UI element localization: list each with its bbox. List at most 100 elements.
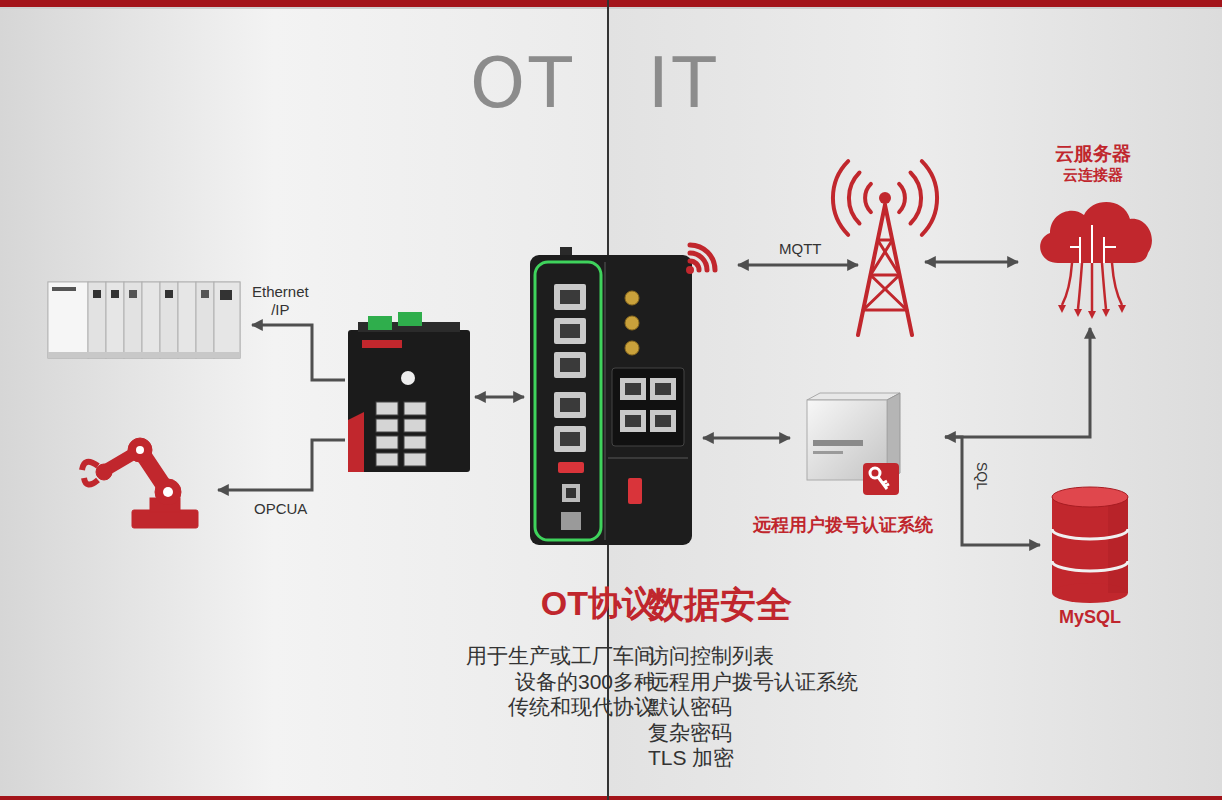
feature-item: 默认密码 (648, 694, 732, 719)
plc-rack (129, 290, 137, 298)
gateway-device (655, 383, 671, 395)
cloud-drip (1112, 263, 1122, 305)
database-node: MySQL (1040, 485, 1140, 633)
gateway-device (554, 392, 586, 418)
plc-rack (52, 287, 76, 291)
zone-title: OT (470, 48, 576, 118)
plc-rack (201, 290, 209, 298)
cloud-circuit (1070, 225, 1116, 263)
network-switch (376, 436, 398, 449)
link-arrow (218, 262, 1018, 490)
gateway-device (604, 262, 606, 540)
background (0, 0, 1222, 7)
network-switch (404, 419, 426, 432)
cloud-drip-head (1102, 309, 1110, 317)
background (608, 0, 1222, 800)
section-heading: 数据安全 (648, 583, 792, 626)
plc-rack (48, 282, 240, 358)
gateway-device (554, 426, 586, 452)
gateway-device (612, 368, 684, 446)
link-arrow (218, 440, 345, 490)
key-icon (878, 477, 889, 489)
cloud-label: 云服务器 (1055, 143, 1131, 166)
gateway-device (554, 318, 586, 344)
plc-rack (196, 282, 214, 358)
link-arrow (252, 325, 345, 380)
db-top (1052, 487, 1128, 507)
cloud-node: 云服务器云连接器 (1030, 143, 1155, 328)
server-top (807, 393, 900, 400)
gateway-device (625, 341, 639, 355)
robot-arm (82, 438, 198, 528)
link-arrow (703, 437, 790, 440)
network-switch (348, 312, 470, 472)
cloud-drip-head (1058, 305, 1066, 313)
background (0, 796, 1222, 800)
gateway-device (558, 462, 584, 473)
network-switch (348, 412, 364, 472)
network-switch (348, 330, 470, 472)
server-front (807, 400, 887, 480)
database-label: MySQL (1059, 607, 1121, 629)
network-switch (376, 419, 398, 432)
plc-rack (88, 282, 106, 358)
gateway-device (535, 262, 601, 540)
gateway-device (650, 378, 676, 400)
plc-rack (111, 290, 119, 298)
server-stripe (813, 451, 843, 454)
gateway-device (562, 484, 580, 502)
cell-tower (899, 184, 905, 212)
gateway-device (628, 478, 642, 504)
connector (945, 437, 1040, 545)
feature-item: 远程用户拨号认证系统 (648, 669, 858, 694)
server-stripe (813, 440, 863, 446)
protocol-label: MQTT (779, 240, 822, 258)
link-arrow (475, 396, 524, 399)
cell-tower (879, 192, 891, 204)
feature-item: 复杂密码 (648, 720, 732, 745)
cell-tower (885, 205, 912, 335)
plc-rack (93, 290, 101, 298)
node-shape (740, 385, 945, 505)
gateway-device (560, 398, 580, 412)
gateway-device (566, 488, 576, 498)
node-label-group: MySQL (1040, 607, 1140, 629)
gateway-device (655, 415, 671, 427)
wifi-symbol (690, 253, 707, 270)
cell-tower (871, 275, 907, 310)
network-switch (404, 436, 426, 449)
cloud-drip (1062, 263, 1122, 311)
cell-tower (833, 161, 937, 335)
cloud-drip (1102, 263, 1106, 309)
cloud-label: 云连接器 (1063, 166, 1123, 184)
section-body: 用于生产或工厂车间 设备的300多种 传统和现代协议 (440, 643, 655, 720)
gateway-device (650, 410, 676, 432)
background (0, 7, 1222, 9)
robot-arm (96, 464, 112, 480)
cloud-drip-head (1074, 309, 1082, 317)
db-band (1052, 529, 1128, 571)
cell-tower (858, 205, 885, 335)
plc-rack (160, 282, 178, 358)
cell-tower (911, 173, 922, 224)
network-switch (362, 340, 402, 348)
connector (945, 328, 1090, 437)
radius-server-node: 远程用户拨号认证系统 (740, 385, 945, 545)
gateway-device (530, 247, 692, 545)
gateway-device (625, 291, 639, 305)
robot-arm (136, 446, 144, 454)
network-switch (404, 453, 426, 466)
wifi-symbol (686, 266, 694, 274)
network-switch (398, 312, 422, 326)
link-arrow (925, 261, 1018, 264)
feature-item: 访问控制列表 (648, 643, 774, 668)
cell-tower (871, 240, 893, 275)
db-shade (1108, 497, 1128, 593)
protocol-label: Ethernet /IP (252, 283, 309, 319)
plc-rack (220, 290, 232, 300)
gateway-device (560, 432, 580, 446)
cell-tower (922, 161, 937, 235)
gateway-device (561, 512, 581, 530)
key-badge (863, 463, 899, 495)
